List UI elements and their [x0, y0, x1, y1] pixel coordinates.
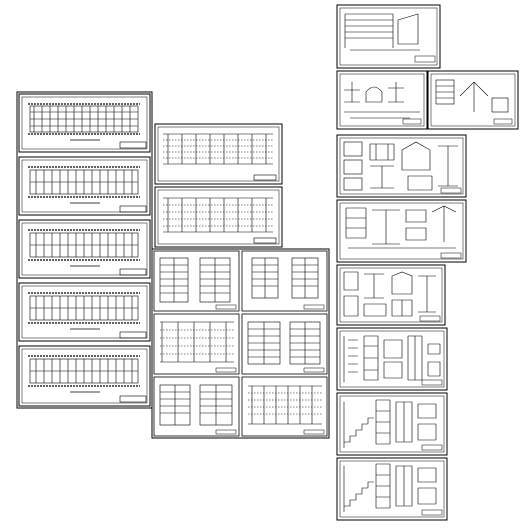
elevation-sheet[interactable] [154, 123, 283, 185]
column-details [336, 4, 519, 521]
section-sheet[interactable] [153, 376, 240, 437]
detail-sheet[interactable] [336, 264, 446, 326]
detail-sheet[interactable] [336, 4, 441, 69]
elevation-sheet[interactable] [241, 376, 328, 437]
detail-sheet[interactable] [336, 70, 428, 130]
floor-plan-sheet[interactable] [18, 282, 151, 342]
detail-sheet[interactable] [336, 134, 467, 198]
section-sheet[interactable] [241, 313, 328, 375]
floor-plan-sheet[interactable] [18, 219, 151, 279]
column-floor-plans [16, 91, 153, 409]
detail-sheet[interactable] [336, 327, 448, 391]
section-sheet[interactable] [153, 250, 240, 312]
section-sheet[interactable] [153, 313, 240, 375]
floor-plan-sheet[interactable] [18, 345, 151, 407]
column-elevations-top [154, 123, 283, 248]
detail-sheet[interactable] [427, 70, 519, 130]
detail-sheet[interactable] [336, 199, 467, 263]
stair-detail-sheet[interactable] [336, 392, 448, 456]
floor-plan-sheet[interactable] [18, 93, 151, 153]
stair-detail-sheet[interactable] [336, 457, 448, 521]
floor-plan-sheet[interactable] [18, 156, 151, 216]
column-sections-grid [151, 248, 330, 439]
grid-frame [151, 248, 330, 439]
elevation-sheet[interactable] [154, 186, 283, 248]
section-sheet[interactable] [241, 250, 328, 312]
